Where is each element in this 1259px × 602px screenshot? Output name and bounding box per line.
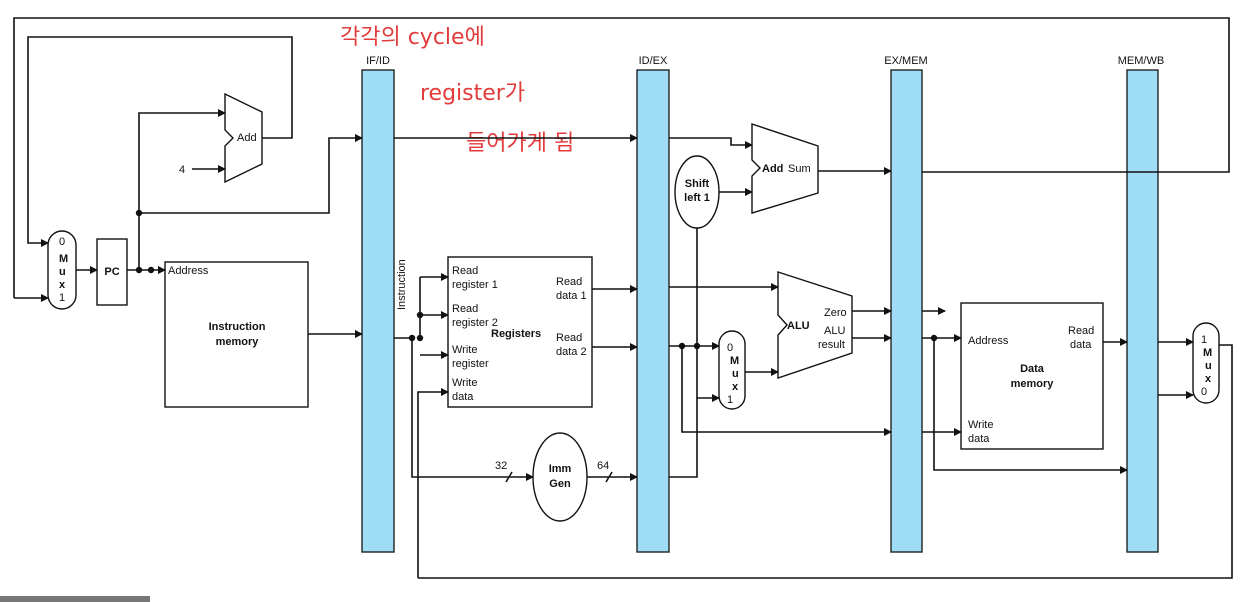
svg-text:memory: memory <box>216 336 260 348</box>
svg-text:Write: Write <box>452 344 477 356</box>
mem-wb-label: MEM/WB <box>1118 55 1164 67</box>
svg-text:Registers: Registers <box>491 328 541 340</box>
svg-text:64: 64 <box>597 460 609 472</box>
svg-text:M: M <box>730 355 739 367</box>
svg-text:data: data <box>1070 339 1092 351</box>
svg-text:register 2: register 2 <box>452 317 498 329</box>
svg-text:data: data <box>452 391 474 403</box>
pc-register <box>96 238 128 306</box>
svg-text:Data: Data <box>1020 363 1045 375</box>
svg-text:register가: register가 <box>420 81 525 106</box>
svg-text:Zero: Zero <box>824 307 847 319</box>
svg-text:data: data <box>968 433 990 445</box>
svg-text:Write: Write <box>968 419 993 431</box>
svg-text:0: 0 <box>1201 386 1207 398</box>
svg-text:Address: Address <box>168 265 209 277</box>
adder-if <box>224 92 263 184</box>
svg-text:Read: Read <box>452 265 478 277</box>
svg-text:x: x <box>1205 373 1212 385</box>
svg-text:Shift: Shift <box>685 178 710 190</box>
svg-text:u: u <box>59 266 66 278</box>
data-memory <box>960 302 1104 450</box>
svg-text:memory: memory <box>1011 378 1055 390</box>
svg-text:register 1: register 1 <box>452 279 498 291</box>
svg-text:각각의 cycle에: 각각의 cycle에 <box>340 25 485 50</box>
svg-text:Read: Read <box>556 332 582 344</box>
svg-text:PC: PC <box>104 266 119 278</box>
svg-text:M: M <box>59 253 68 265</box>
handwritten-annotation: 각각의 cycle에 register가 들어가게 됨 <box>340 25 574 156</box>
alu <box>777 271 853 379</box>
svg-text:Read: Read <box>556 276 582 288</box>
svg-text:Write: Write <box>452 377 477 389</box>
svg-text:32: 32 <box>495 460 507 472</box>
svg-text:ALU: ALU <box>824 325 845 337</box>
svg-text:Add: Add <box>237 132 257 144</box>
mux-wb <box>1192 322 1220 404</box>
svg-text:Add: Add <box>762 163 783 175</box>
register-file <box>447 256 593 408</box>
svg-text:M: M <box>1203 347 1212 359</box>
svg-text:Instruction: Instruction <box>209 321 266 333</box>
ex-mem-register <box>890 69 923 553</box>
id-ex-label: ID/EX <box>639 55 668 67</box>
id-ex-register <box>636 69 670 553</box>
svg-text:ALU: ALU <box>787 320 810 332</box>
svg-text:result: result <box>818 339 845 351</box>
if-id-register <box>361 69 395 553</box>
ex-mem-label: EX/MEM <box>884 55 927 67</box>
svg-text:x: x <box>59 279 66 291</box>
if-id-label: IF/ID <box>366 55 390 67</box>
svg-text:1: 1 <box>727 394 733 406</box>
svg-text:0: 0 <box>727 342 733 354</box>
svg-text:Address: Address <box>968 335 1009 347</box>
svg-text:u: u <box>1205 360 1212 372</box>
constant-four: 4 <box>179 164 185 176</box>
svg-text:Sum: Sum <box>788 163 811 175</box>
instruction-memory <box>164 261 309 408</box>
svg-text:들어가게 됨: 들어가게 됨 <box>466 131 574 156</box>
svg-text:data 2: data 2 <box>556 346 587 358</box>
svg-text:0: 0 <box>59 236 65 248</box>
bottom-scroll-indicator <box>0 596 150 602</box>
imm-gen <box>532 432 588 522</box>
svg-text:Imm: Imm <box>549 463 572 475</box>
svg-text:1: 1 <box>1201 334 1207 346</box>
svg-text:data 1: data 1 <box>556 290 587 302</box>
instruction-label: Instruction <box>396 259 408 310</box>
svg-text:left 1: left 1 <box>684 192 710 204</box>
svg-text:Read: Read <box>1068 325 1094 337</box>
mem-wb-register <box>1126 69 1159 553</box>
mux-ex <box>718 330 746 410</box>
svg-text:Gen: Gen <box>549 478 571 490</box>
svg-text:u: u <box>732 368 739 380</box>
svg-text:1: 1 <box>59 292 65 304</box>
svg-text:register: register <box>452 358 489 370</box>
svg-text:x: x <box>732 381 739 393</box>
svg-text:Read: Read <box>452 303 478 315</box>
